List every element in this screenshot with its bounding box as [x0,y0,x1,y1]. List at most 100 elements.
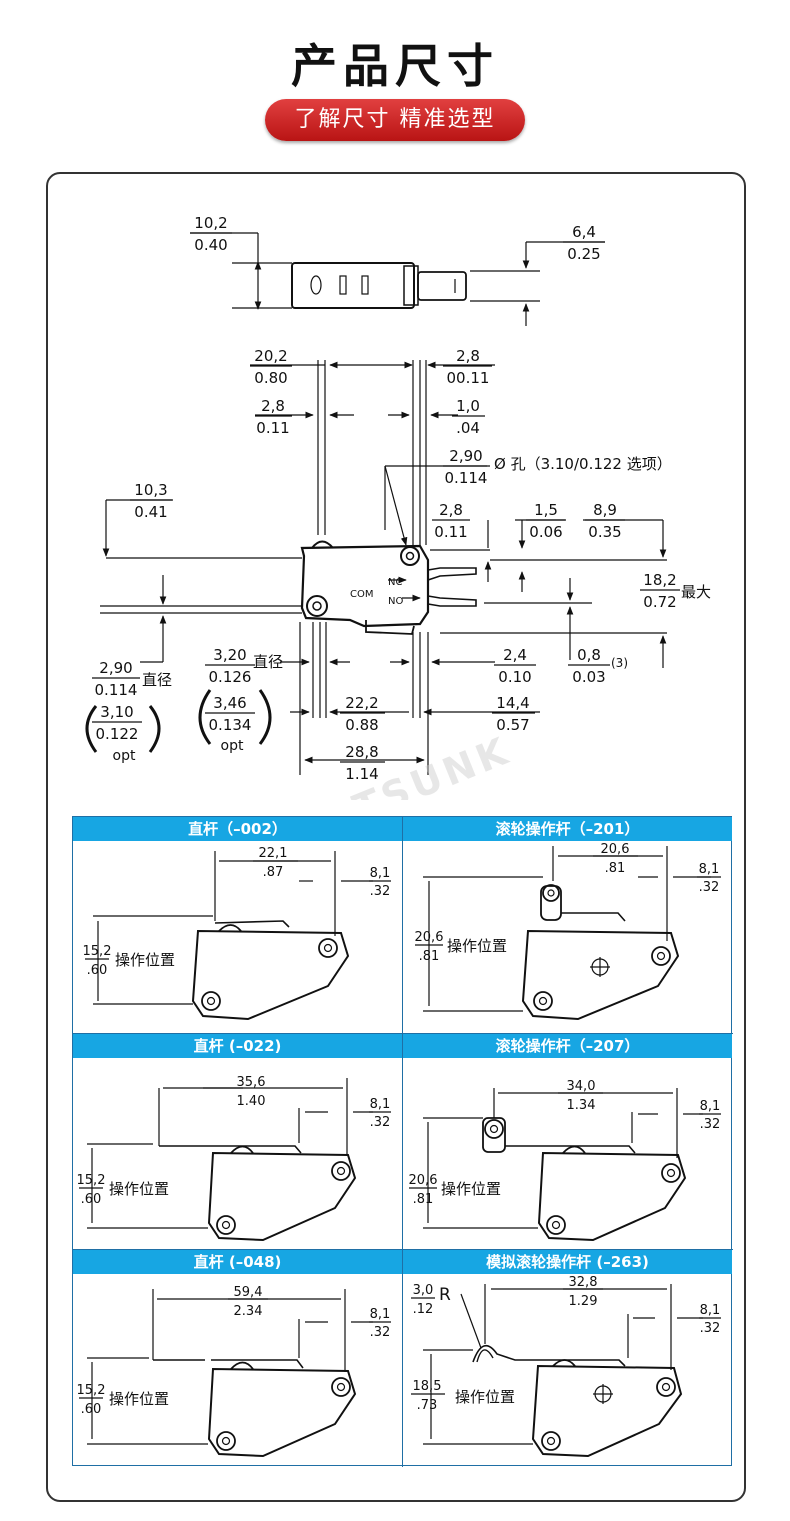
dim-o-in: 0.114 [95,681,138,699]
variant-cell-022: 直杆 (–022) 35, [73,1034,402,1250]
page-title: 产品尺寸 [291,39,499,93]
dim-d-in: 00.11 [447,369,490,387]
variant-r-in: .32 [699,880,720,895]
dim-r-opt: opt [221,738,244,754]
no-label: NO [388,596,403,607]
variant-op-label: 操作位置 [109,1390,169,1408]
dim-h-in: 0.41 [134,503,167,521]
dim-o-dia: 直径 [142,671,172,689]
dim-f-in: .04 [456,419,480,437]
variant-radius-symbol: R [439,1285,451,1305]
dim-t-in: 0.57 [496,716,529,734]
variant-title: 直杆 (–048) [73,1250,402,1274]
variant-w-mm: 34,0 [567,1079,596,1094]
com-label: COM [350,589,373,600]
dim-s-mm: 22,2 [345,694,378,712]
variant-title: 直杆（–002） [73,817,402,841]
dim-a-in: 0.40 [194,236,227,254]
variant-cell-048: 直杆 (–048) 59, [73,1250,402,1466]
variant-op-label: 操作位置 [455,1388,515,1406]
dim-n-in: 0.03 [572,668,605,686]
variant-h-mm: 18,5 [413,1379,442,1394]
dim-q-dia: 直径 [253,653,283,671]
dim-u-mm: 28,8 [345,743,378,761]
dim-o-mm: 2,90 [99,659,132,677]
variant-radius-in: .12 [413,1302,434,1317]
variant-w-mm: 35,6 [237,1075,266,1090]
dim-q-mm: 3,20 [213,646,246,664]
dim-i-in: 0.11 [434,523,467,541]
dim-g-in: 0.114 [445,469,488,487]
variant-r-in: .32 [370,1325,391,1340]
variant-w-mm: 32,8 [569,1275,598,1290]
variant-drawing-048: 59,4 2.34 8,1 .32 15,2 .60 操作位置 [77,1285,391,1458]
dim-u-in: 1.14 [345,765,378,783]
dim-p-mm: 3,10 [100,703,133,721]
variant-h-mm: 15,2 [77,1383,106,1398]
dim-m-mm: 2,4 [503,646,527,664]
variant-w-in: .87 [263,865,284,880]
variant-op-label: 操作位置 [115,951,175,969]
variant-drawing-201: 20,6 .81 8,1 .32 20,6 .81 操作位置 [415,842,721,1021]
main-dimension-drawing: 10,2 0.40 6,4 0.25 20,2 0.80 2,8 00.11 2… [85,214,711,800]
hole-note: Ø 孔（3.10/0.122 选项） [494,455,672,473]
variant-h-in: .60 [81,1402,102,1417]
dim-p-in: 0.122 [96,725,139,743]
variant-r-in: .32 [700,1117,721,1132]
dim-j-in: 0.06 [529,523,562,541]
variant-cell-207: 滚轮操作杆（–207） [403,1034,732,1250]
variant-drawing-207: 34,0 1.34 8,1 .32 20,6 .81 操作位置 [409,1079,721,1242]
variant-h-in: .60 [87,963,108,978]
dim-m-in: 0.10 [498,668,531,686]
variant-r-mm: 8,1 [370,1307,391,1322]
watermark: EASTSUNK [259,728,517,800]
subtitle-badge: 了解尺寸 精准选型 [265,99,525,141]
variant-h-mm: 20,6 [409,1173,438,1188]
variant-w-in: 1.40 [237,1094,266,1109]
variant-w-mm: 20,6 [601,842,630,857]
dim-b-mm: 6,4 [572,223,596,241]
dim-q-in: 0.126 [209,668,252,686]
dim-r-mm: 3,46 [213,694,246,712]
dim-s-in: 0.88 [345,716,378,734]
dim-e-mm: 2,8 [261,397,285,415]
variant-op-label: 操作位置 [441,1180,501,1198]
variant-r-in: .32 [370,884,391,899]
variant-w-in: .81 [605,861,626,876]
variant-r-in: .32 [700,1321,721,1336]
variant-radius-mm: 3,0 [413,1283,434,1298]
dim-c-mm: 20,2 [254,347,287,365]
variant-r-mm: 8,1 [700,1303,721,1318]
dim-t-mm: 14,4 [496,694,529,712]
variant-r-mm: 8,1 [370,1097,391,1112]
variant-h-mm: 15,2 [83,944,112,959]
variant-drawing-022: 35,6 1.40 8,1 .32 15,2 .60 操作位置 [77,1075,391,1242]
dim-j-mm: 1,5 [534,501,558,519]
variant-drawing-002: 22,1 .87 8,1 .32 15,2 .60 操作位置 [83,846,391,1021]
lever-variant-grid: 直杆（–002） 22,1 .87 [72,816,733,1467]
variant-title: 直杆 (–022) [73,1034,402,1058]
variant-h-mm: 20,6 [415,930,444,945]
dim-l-max: 最大 [681,583,711,601]
dim-h-mm: 10,3 [134,481,167,499]
dim-b-in: 0.25 [567,245,600,263]
variant-h-in: .81 [413,1192,434,1207]
variant-cell-201: 滚轮操作杆（–201） 2 [403,817,732,1033]
variant-h-in: .73 [417,1398,438,1413]
dim-g-mm: 2,90 [449,447,482,465]
variant-h-mm: 15,2 [77,1173,106,1188]
variant-op-label: 操作位置 [447,937,507,955]
dim-l-mm: 18,2 [643,571,676,589]
variant-w-in: 2.34 [234,1304,263,1319]
variant-title: 滚轮操作杆（–201） [403,817,732,841]
variant-r-in: .32 [370,1115,391,1130]
variant-cell-263: 模拟滚轮操作杆 (–263) [403,1250,732,1466]
dim-i-mm: 2,8 [439,501,463,519]
dim-d-mm: 2,8 [456,347,480,365]
dim-c-in: 0.80 [254,369,287,387]
variant-title: 滚轮操作杆（–207） [403,1034,732,1058]
nc-label: NC [388,577,402,588]
variant-w-mm: 22,1 [259,846,288,861]
dim-l-in: 0.72 [643,593,676,611]
dim-r-in: 0.134 [209,716,252,734]
